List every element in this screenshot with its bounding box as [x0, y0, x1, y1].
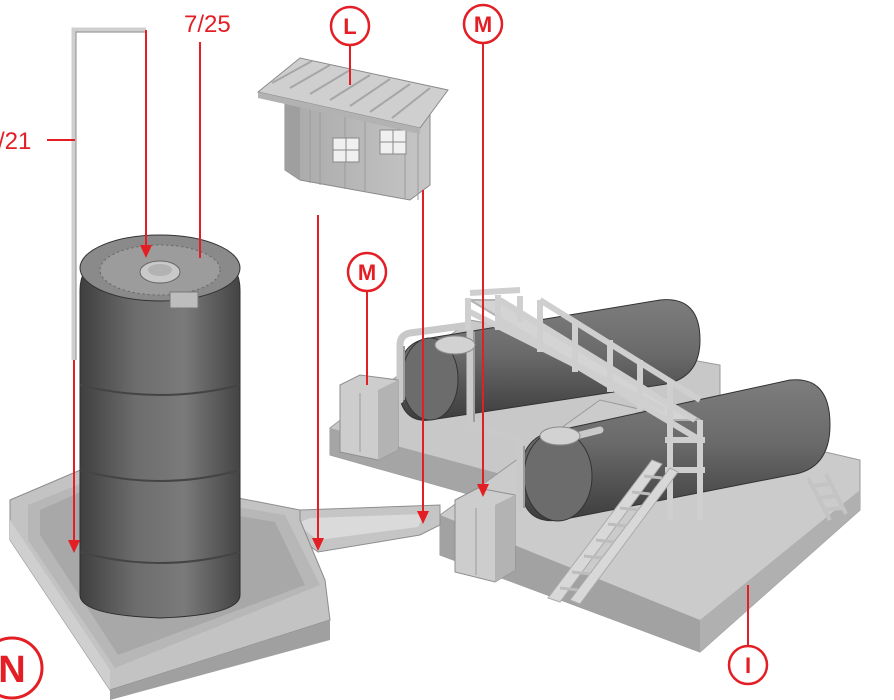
- badge-I: I: [727, 644, 769, 686]
- pipework: [396, 321, 604, 514]
- badge-M-mid: M: [346, 251, 388, 293]
- tank-ladder: [806, 473, 848, 521]
- badge-M-top: M: [462, 3, 504, 45]
- badge-M-mid-letter: M: [358, 260, 376, 285]
- shed-building: [256, 57, 449, 201]
- callout-lines: [47, 30, 749, 645]
- tank-domes: [434, 335, 581, 446]
- badge-M-top-letter: M: [474, 12, 492, 37]
- badge-I-letter: I: [745, 653, 751, 678]
- part-number-21: /21: [0, 128, 31, 155]
- stairway: [547, 459, 679, 605]
- badge-N: N: [0, 636, 44, 700]
- part-number-7-25: 7/25: [184, 11, 231, 38]
- callout-arrowheads: [68, 245, 489, 553]
- badge-N-letter: N: [0, 649, 26, 691]
- catwalk: [465, 287, 705, 520]
- badge-L: L: [329, 5, 371, 47]
- vent-pipe: [71, 27, 146, 360]
- control-cabinet-rear: [339, 374, 399, 461]
- vertical-storage-tank: [79, 234, 241, 619]
- control-cabinet-front: [454, 487, 516, 583]
- badge-L-letter: L: [343, 14, 356, 39]
